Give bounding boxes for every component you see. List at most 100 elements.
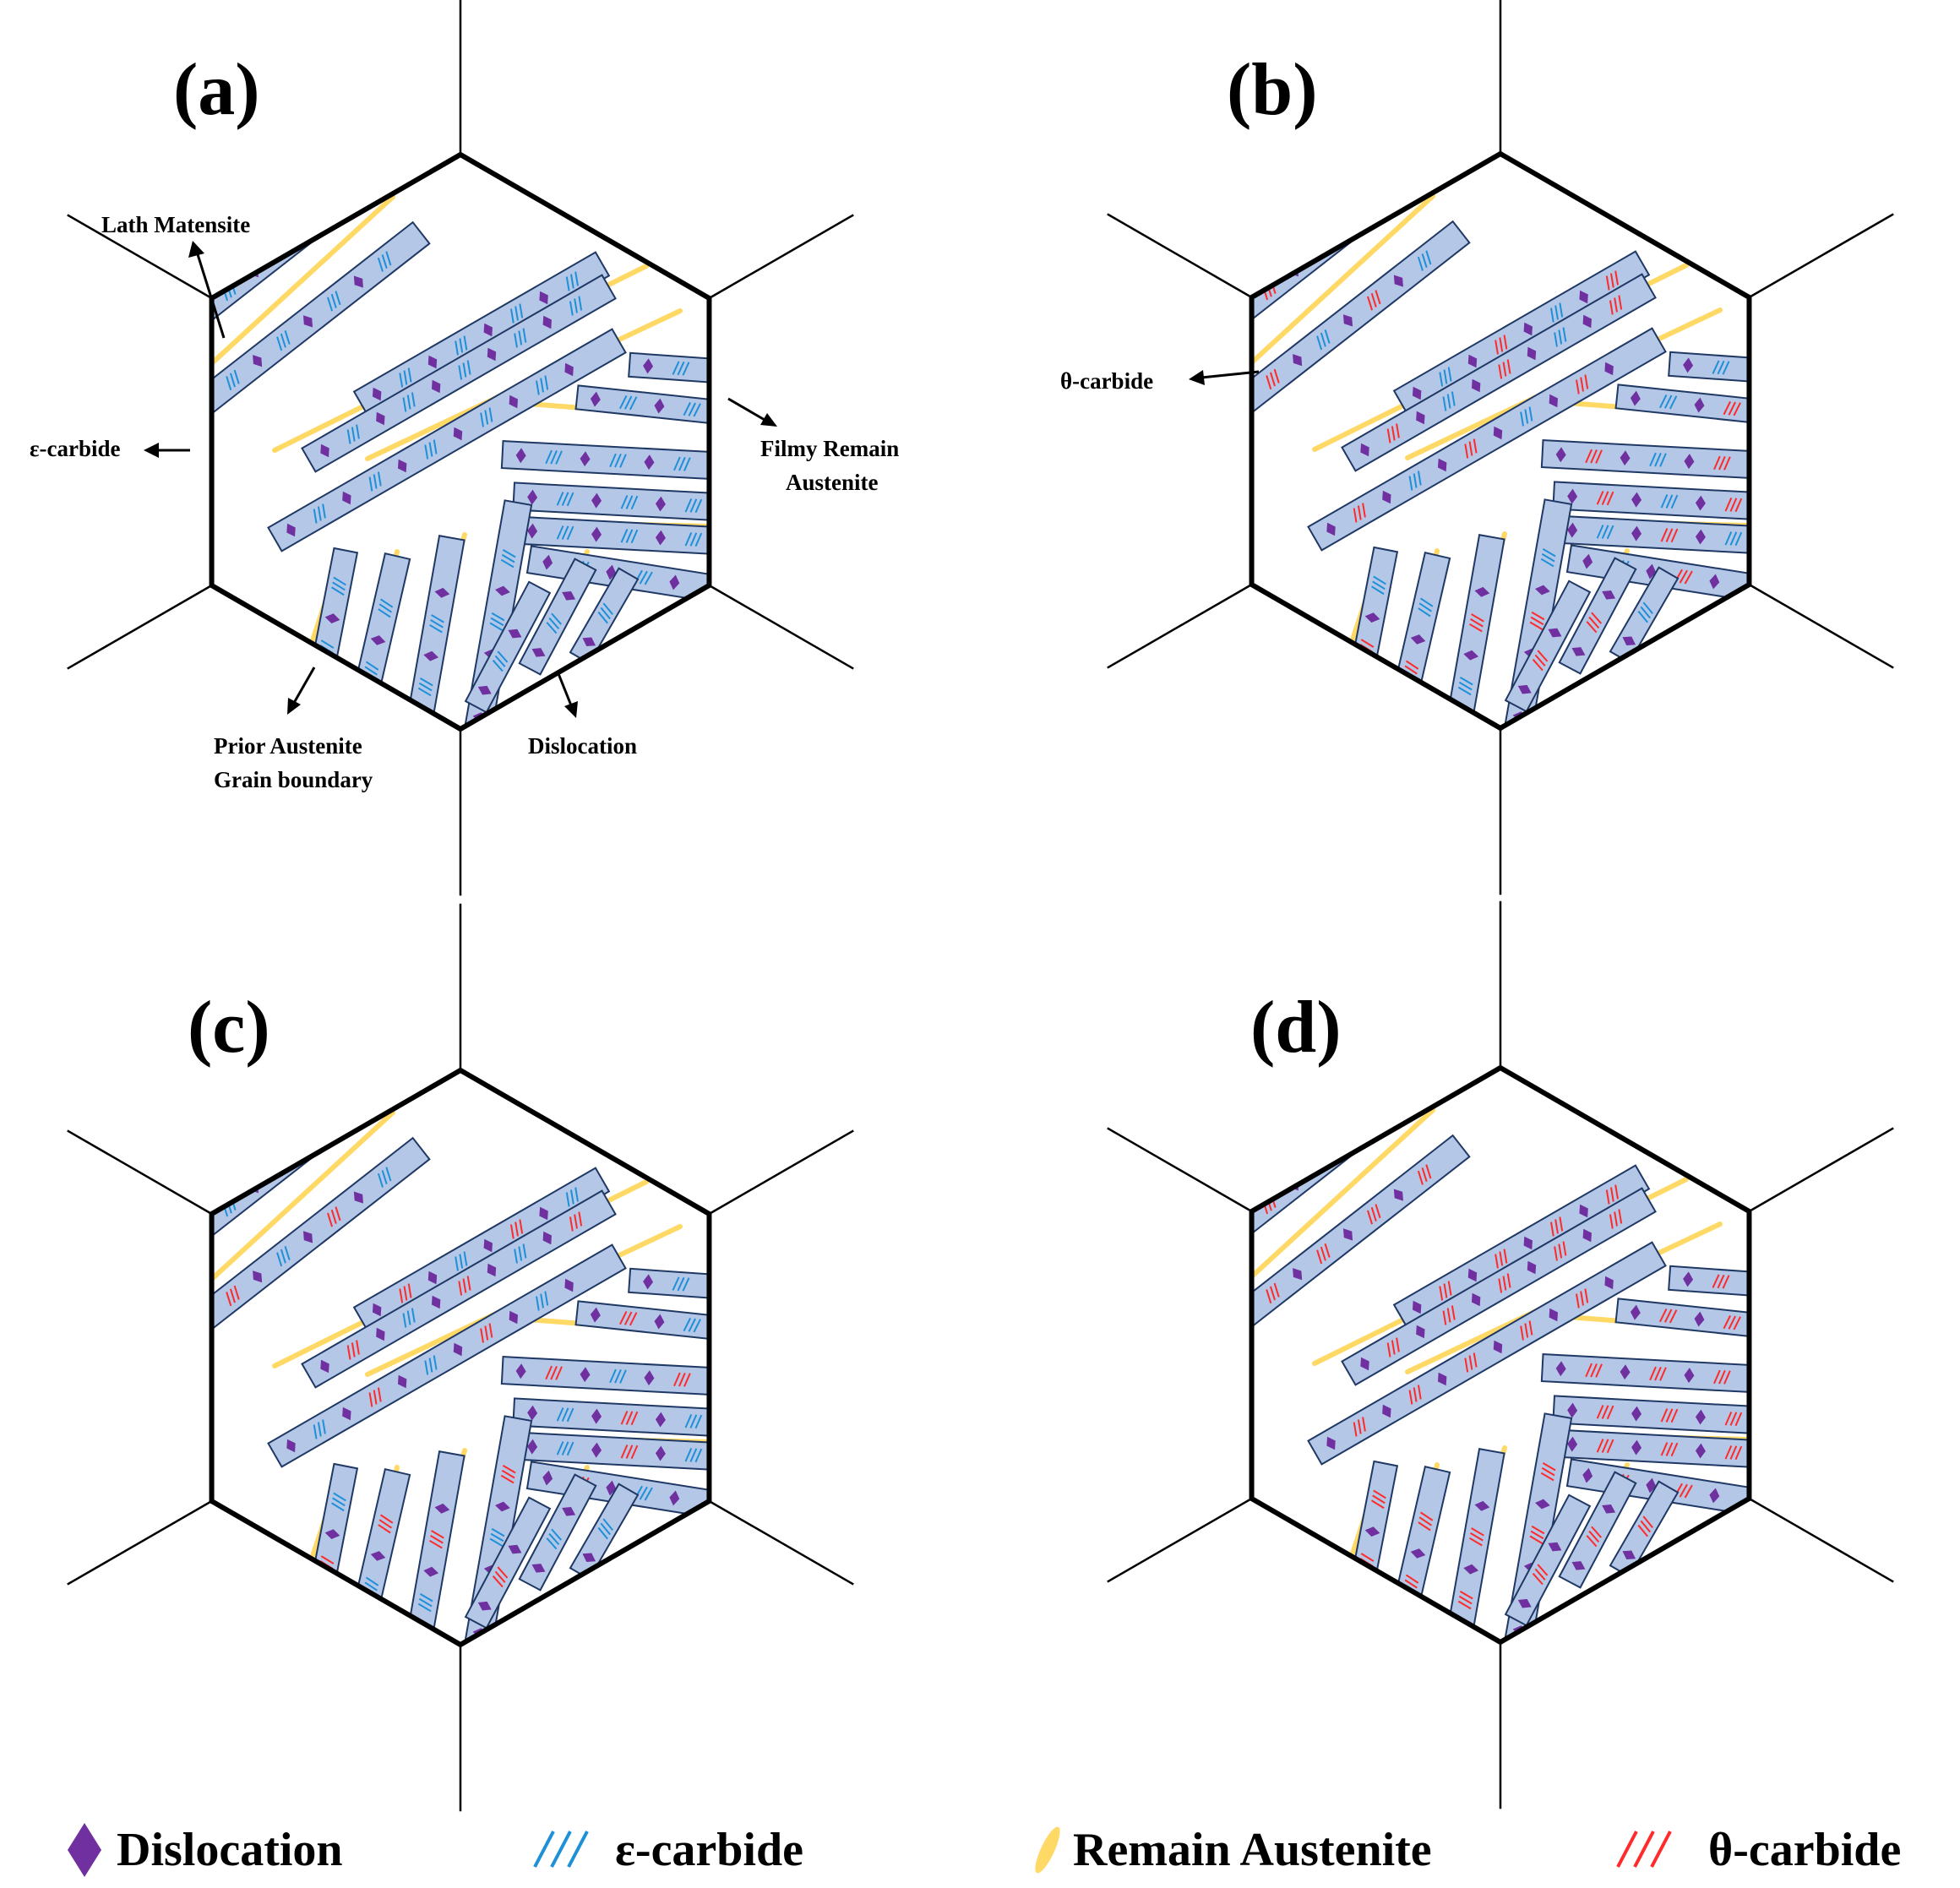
dislocation-mark — [477, 685, 492, 695]
dislocation-mark — [324, 1529, 340, 1540]
prior-austenite-grain-boundary — [209, 1067, 712, 1648]
panel-b: (b) — [1107, 0, 1894, 895]
dislocation-mark — [655, 496, 666, 512]
dislocation-mark — [1382, 490, 1391, 504]
dislocation-mark — [1567, 488, 1578, 504]
carbide-mark — [684, 1448, 703, 1463]
carbide-mark — [1596, 491, 1614, 506]
legend-theta-icon — [1616, 1831, 1672, 1868]
carbide-mark — [1162, 1244, 1182, 1265]
carbide-mark — [118, 360, 139, 380]
dislocation-mark — [1517, 684, 1532, 694]
martensite-lath — [1614, 384, 1750, 426]
carbide-mark — [327, 1206, 341, 1227]
carbide-mark — [417, 1592, 433, 1613]
dislocation-mark — [324, 613, 340, 624]
carbide-mark — [1417, 1164, 1432, 1185]
carbide-mark — [1554, 327, 1567, 347]
dislocation-mark — [1646, 1477, 1657, 1494]
dislocation-mark — [542, 1470, 553, 1486]
dislocation-mark — [1293, 354, 1303, 367]
arrow-lath-martensite — [188, 241, 226, 339]
dislocation-mark — [434, 1503, 450, 1514]
martensite-lath — [352, 251, 611, 416]
carbide-mark — [1408, 471, 1422, 491]
dislocation-mark — [564, 1278, 574, 1292]
dislocation-mark — [1412, 1300, 1422, 1314]
dislocation-mark — [434, 587, 450, 598]
remain-austenite-film — [1251, 193, 1435, 393]
carbide-mark — [545, 1365, 563, 1380]
carbide-mark — [1469, 1527, 1484, 1547]
dislocation-mark — [1138, 1267, 1156, 1285]
dislocation-mark — [431, 379, 441, 394]
dislocation-mark — [397, 1374, 407, 1389]
dislocation-mark — [643, 358, 654, 374]
carbide-mark — [346, 1340, 360, 1360]
dislocation-mark — [376, 411, 385, 426]
panels-layer: (a)(b)(c)(d) — [67, 0, 1894, 1812]
carbide-mark — [1442, 391, 1456, 411]
carbide-mark — [377, 251, 392, 272]
carbide-mark — [565, 1187, 579, 1207]
dislocation-mark — [1410, 634, 1426, 645]
dislocation-mark — [591, 1408, 602, 1424]
dislocation-mark — [286, 1439, 296, 1453]
arrow-theta-carbide — [1189, 370, 1260, 385]
carbide-mark — [1723, 400, 1741, 416]
lath-body — [518, 558, 597, 676]
label-epsilon-carbide: ε-carbide — [30, 436, 121, 461]
carbide-mark — [377, 1167, 392, 1188]
dislocation-mark — [1188, 1344, 1206, 1363]
carbide-mark — [402, 1308, 416, 1328]
dislocation-mark — [342, 1406, 351, 1421]
dislocation-mark — [1622, 1550, 1636, 1559]
dislocation-mark — [1620, 450, 1631, 466]
martensite-lath — [403, 1450, 466, 1645]
dislocation-mark — [1523, 322, 1533, 336]
carbide-mark — [168, 1236, 188, 1256]
dislocation-mark — [655, 1445, 666, 1461]
dislocation-mark — [1382, 1404, 1391, 1418]
dislocation-mark — [1188, 430, 1206, 449]
dislocation-mark — [376, 1327, 385, 1341]
carbide-mark — [1158, 359, 1179, 379]
dislocation-mark — [1630, 390, 1641, 406]
dislocation-mark — [477, 1601, 492, 1611]
dislocation-mark — [144, 1257, 161, 1276]
martensite-lath — [1609, 566, 1680, 664]
carbide-mark — [620, 1445, 639, 1460]
dislocation-mark — [1683, 1271, 1694, 1287]
dislocation-mark — [1396, 697, 1412, 707]
dislocation-mark — [423, 1566, 439, 1577]
dislocation-mark — [1186, 1224, 1204, 1242]
dislocation-mark — [1646, 563, 1657, 579]
dislocation-mark — [1342, 314, 1353, 327]
dislocation-mark — [98, 1270, 116, 1287]
lath-body — [464, 1496, 552, 1630]
grain-boundary-line — [1748, 1127, 1894, 1213]
carbide-mark — [1724, 531, 1743, 547]
carbide-mark — [118, 1276, 139, 1296]
dislocation-mark — [1353, 1589, 1368, 1600]
martensite-lath — [1558, 1471, 1637, 1589]
dislocation-mark — [508, 1544, 522, 1554]
lath-body — [303, 1462, 359, 1619]
lath-body — [1343, 546, 1399, 703]
dislocation-mark — [1567, 1402, 1578, 1418]
dislocation-mark — [1493, 1340, 1503, 1354]
carbide-mark — [684, 498, 703, 514]
dislocation-mark — [1582, 553, 1593, 569]
martensite-lath — [1343, 546, 1399, 703]
dislocation-mark — [580, 451, 591, 467]
martensite-lath — [1668, 351, 1750, 384]
dislocation-mark — [1602, 1504, 1616, 1514]
dislocation-mark — [453, 427, 463, 441]
carbide-mark — [1363, 1114, 1378, 1135]
carbide-mark — [1158, 1273, 1179, 1293]
dislocation-mark — [1571, 1561, 1586, 1570]
dislocation-mark — [539, 1206, 548, 1221]
dislocation-mark — [1695, 1443, 1706, 1459]
lath-body — [1307, 1241, 1667, 1466]
legend-dislocation: Dislocation — [68, 1823, 343, 1877]
